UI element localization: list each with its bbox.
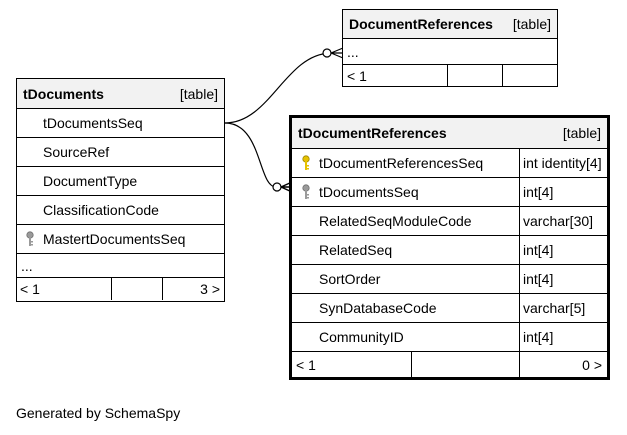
column-name: RelatedSeq	[319, 242, 393, 258]
table-kind: [table]	[562, 125, 601, 141]
column-name: RelatedSeqModuleCode	[319, 213, 472, 229]
nav-left[interactable]: < 1	[347, 67, 367, 84]
column-row[interactable]: tDocumentReferencesSeq int identity[4]	[292, 149, 607, 178]
nav-row: < 1	[343, 65, 557, 86]
column-row[interactable]: RelatedSeqModuleCode varchar[30]	[292, 207, 607, 236]
table-tdocuments[interactable]: tDocuments [table] tDocumentsSeq SourceR…	[16, 78, 225, 302]
column-row[interactable]: RelatedSeq int[4]	[292, 236, 607, 265]
column-name: DocumentType	[43, 173, 138, 189]
column-row[interactable]: MastertDocumentsSeq	[17, 225, 224, 254]
ellipsis: ...	[21, 257, 33, 274]
table-header: tDocumentReferences [table]	[292, 118, 607, 149]
column-name: SynDatabaseCode	[319, 300, 437, 316]
column-name: CommunityID	[319, 329, 404, 345]
column-row[interactable]: SourceRef	[17, 138, 224, 167]
column-name: ClassificationCode	[43, 202, 159, 218]
column-name: MastertDocumentsSeq	[43, 231, 186, 247]
column-type: int[4]	[523, 184, 554, 200]
foreign-key-icon	[301, 184, 311, 203]
column-type: int[4]	[523, 271, 554, 287]
column-row[interactable]: tDocumentsSeq	[17, 109, 224, 138]
column-name: tDocumentsSeq	[319, 184, 419, 200]
edge-tdocuments-to-tdocumentreferences	[224, 122, 277, 188]
ellipsis-row: ...	[343, 39, 557, 65]
crowfoot-marker	[330, 47, 344, 59]
ellipsis: ...	[347, 43, 359, 60]
column-type: varchar[5]	[523, 300, 586, 316]
column-type: int[4]	[523, 329, 554, 345]
column-row[interactable]: SortOrder int[4]	[292, 265, 607, 294]
nav-mid	[111, 278, 162, 300]
table-header: tDocuments [table]	[17, 79, 224, 109]
generated-by-footer: Generated by SchemaSpy	[16, 405, 181, 421]
column-type: int[4]	[523, 242, 554, 258]
nav-row: < 1 0 >	[292, 352, 607, 377]
nav-right[interactable]: 3 >	[162, 278, 224, 300]
edge-tdocuments-to-documentreferences	[224, 52, 331, 124]
column-row[interactable]: CommunityID int[4]	[292, 323, 607, 352]
column-row[interactable]: ClassificationCode	[17, 196, 224, 225]
column-row[interactable]: DocumentType	[17, 167, 224, 196]
table-header: DocumentReferences [table]	[343, 10, 557, 39]
column-row[interactable]: SynDatabaseCode varchar[5]	[292, 294, 607, 323]
table-kind: [table]	[179, 85, 218, 102]
nav-left[interactable]: < 1	[20, 281, 40, 297]
column-name: tDocumentsSeq	[43, 115, 143, 131]
nav-right[interactable]	[502, 65, 557, 86]
nav-row: < 1 3 >	[17, 278, 224, 300]
ellipsis-row: ...	[17, 254, 224, 278]
zero-optional-marker	[272, 182, 282, 192]
column-type: varchar[30]	[523, 213, 594, 229]
nav-mid	[411, 352, 519, 377]
table-tdocumentreferences[interactable]: tDocumentReferences [table] tDocumentRef…	[289, 115, 610, 380]
table-kind: [table]	[512, 16, 551, 32]
foreign-key-icon	[25, 231, 35, 250]
nav-right[interactable]: 0 >	[519, 352, 607, 377]
table-name[interactable]: tDocuments	[23, 85, 104, 102]
column-name: SortOrder	[319, 271, 381, 287]
nav-mid	[447, 65, 502, 86]
table-name[interactable]: DocumentReferences	[349, 16, 493, 32]
column-name: tDocumentReferencesSeq	[319, 155, 484, 171]
nav-left[interactable]: < 1	[296, 356, 316, 373]
column-name: SourceRef	[43, 144, 110, 160]
table-documentreferences[interactable]: DocumentReferences [table] ... < 1	[342, 9, 558, 87]
table-name[interactable]: tDocumentReferences	[298, 125, 447, 141]
column-type: int identity[4]	[523, 155, 602, 171]
primary-key-icon	[301, 155, 311, 174]
zero-optional-marker	[322, 48, 332, 58]
column-row[interactable]: tDocumentsSeq int[4]	[292, 178, 607, 207]
